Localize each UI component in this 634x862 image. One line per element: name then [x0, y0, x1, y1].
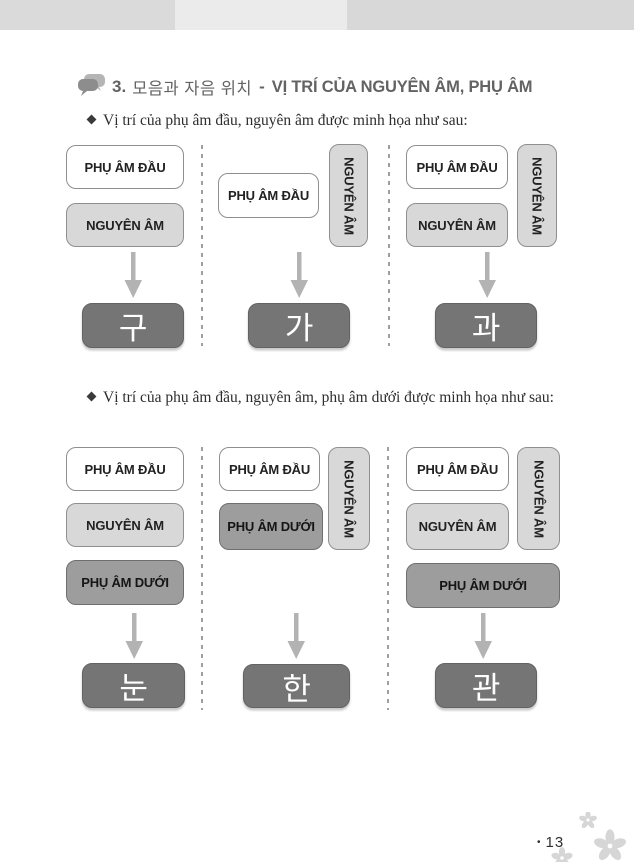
syllable-box: 관 — [435, 663, 537, 708]
vowel-label: NGUYÊN ÂM — [341, 156, 356, 235]
bullet-diamond-icon — [86, 114, 97, 125]
section-title: 3. 모음과 자음 위치 - VỊ TRÍ CỦA NGUYÊN ÂM, PHỤ… — [78, 73, 533, 101]
box-vowel-vertical: NGUYÊN ÂM — [517, 144, 557, 247]
box-vowel: NGUYÊN ÂM — [406, 503, 509, 550]
box-vowel: NGUYÊN ÂM — [406, 203, 508, 247]
box-vowel: NGUYÊN ÂM — [66, 503, 184, 547]
page-number: • 13 — [537, 834, 565, 851]
down-arrow-icon — [474, 613, 492, 659]
down-arrow-icon — [125, 613, 143, 659]
down-arrow-icon — [287, 613, 305, 659]
syllable-box: 구 — [82, 303, 184, 348]
box-vowel: NGUYÊN ÂM — [66, 203, 184, 247]
title-separator: - — [259, 77, 265, 96]
syllable-box: 과 — [435, 303, 537, 348]
column-divider-dashed — [388, 145, 390, 346]
page-number-dot: • — [537, 837, 541, 848]
box-initial-consonant: PHỤ ÂM ĐẦU — [406, 145, 508, 189]
box-initial-consonant: PHỤ ÂM ĐẦU — [66, 447, 184, 491]
column-divider-dashed — [201, 145, 203, 346]
bullet-diamond-icon — [86, 391, 97, 402]
column-divider-dashed — [201, 447, 203, 710]
topbar-segment-right — [347, 0, 634, 30]
box-initial-consonant: PHỤ ÂM ĐẦU — [406, 447, 509, 491]
down-arrow-icon — [478, 252, 496, 298]
top-decorative-bar — [0, 0, 634, 30]
vowel-label: NGUYÊN ÂM — [531, 459, 546, 538]
speech-bubbles-icon — [78, 73, 106, 101]
column-divider-dashed — [387, 447, 389, 710]
box-final-consonant-wide: PHỤ ÂM DƯỚI — [406, 563, 560, 608]
vowel-label: NGUYÊN ÂM — [341, 459, 357, 538]
box-final-consonant: PHỤ ÂM DƯỚI — [66, 560, 184, 605]
topbar-segment-middle — [175, 0, 347, 30]
intro-text-1: Vị trí của phụ âm đầu, nguyên âm được mi… — [103, 112, 468, 129]
down-arrow-icon — [290, 252, 308, 298]
syllable-box: 눈 — [82, 663, 185, 708]
syllable-box: 가 — [248, 303, 350, 348]
intro-text-2: Vị trí của phụ âm đầu, nguyên âm, phụ âm… — [103, 389, 554, 406]
down-arrow-icon — [124, 252, 142, 298]
cherry-blossom-decoration — [551, 812, 626, 862]
section-title-korean: 모음과 자음 위치 — [132, 80, 253, 98]
box-initial-consonant: PHỤ ÂM ĐẦU — [66, 145, 184, 189]
section-number: 3. — [112, 77, 127, 96]
section-title-vietnamese: VỊ TRÍ CỦA NGUYÊN ÂM, PHỤ ÂM — [271, 77, 533, 96]
syllable-box: 한 — [243, 664, 350, 708]
box-final-consonant: PHỤ ÂM DƯỚI — [219, 503, 323, 550]
topbar-segment-left — [0, 0, 175, 30]
box-vowel-vertical: NGUYÊN ÂM — [517, 447, 560, 550]
box-initial-consonant: PHỤ ÂM ĐẦU — [218, 173, 319, 218]
box-vowel-vertical: NGUYÊN ÂM — [328, 447, 370, 550]
vowel-label: NGUYÊN ÂM — [529, 156, 545, 235]
box-vowel-vertical: NGUYÊN ÂM — [329, 144, 368, 247]
box-initial-consonant: PHỤ ÂM ĐẦU — [219, 447, 320, 491]
